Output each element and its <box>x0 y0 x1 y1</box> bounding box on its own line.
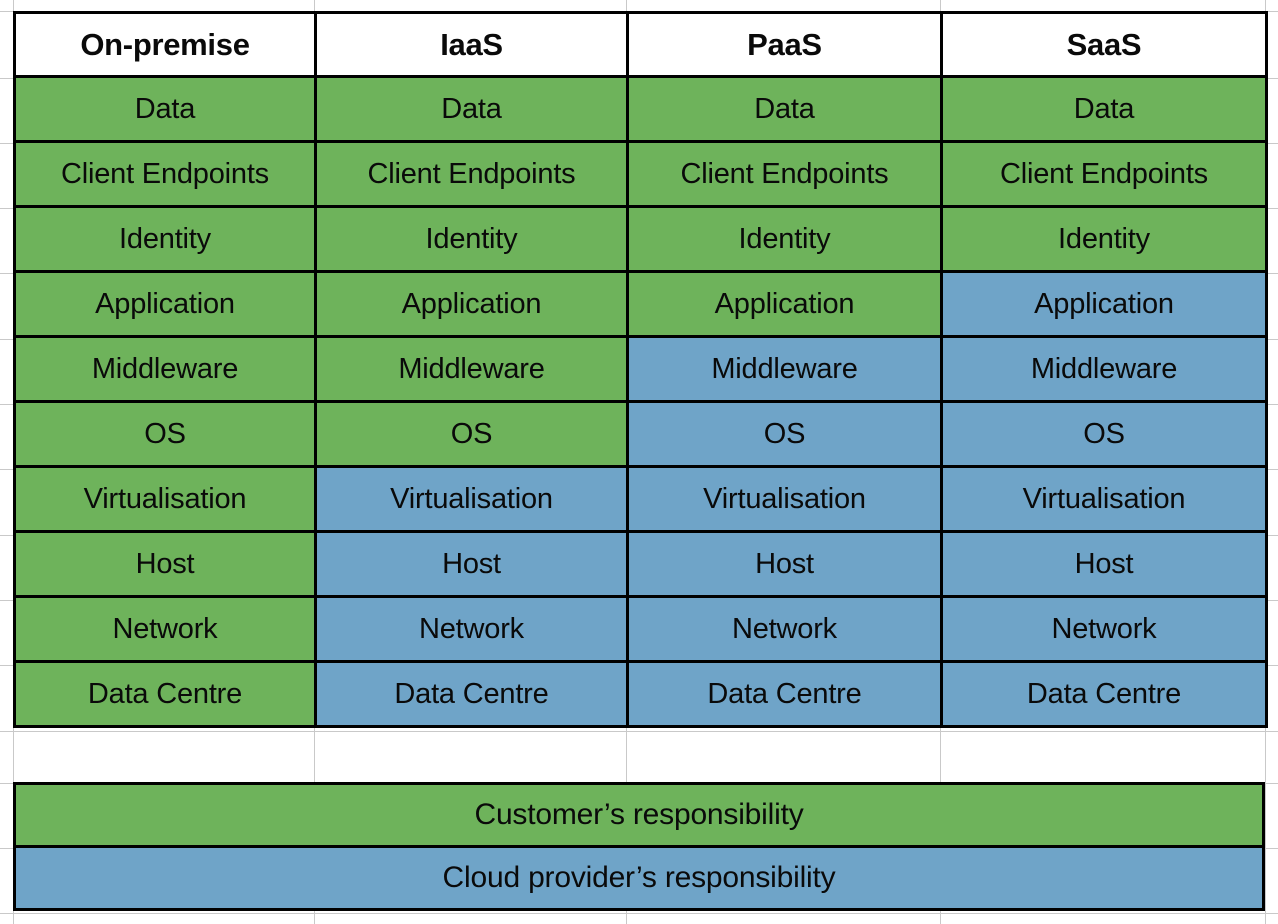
matrix-cell: OS <box>626 400 943 468</box>
matrix-cell: Host <box>13 530 317 598</box>
legend-item-customer: Customer’s responsibility <box>13 782 1265 848</box>
table-row: Data Centre Data Centre Data Centre Data… <box>13 660 1268 728</box>
matrix-cell: Data <box>626 75 943 143</box>
matrix-cell: Identity <box>940 205 1268 273</box>
matrix-cell: Data <box>314 75 629 143</box>
matrix-cell: Client Endpoints <box>940 140 1268 208</box>
matrix-header-row: On-premise IaaS PaaS SaaS <box>13 11 1268 78</box>
matrix-cell: Application <box>13 270 317 338</box>
matrix-cell: Data Centre <box>940 660 1268 728</box>
column-header-iaas: IaaS <box>314 11 629 78</box>
legend-item-cloud-provider: Cloud provider’s responsibility <box>13 845 1265 911</box>
matrix-cell: Network <box>940 595 1268 663</box>
matrix-cell: Data <box>13 75 317 143</box>
matrix-cell: Identity <box>314 205 629 273</box>
matrix-cell: OS <box>940 400 1268 468</box>
matrix-cell: Virtualisation <box>13 465 317 533</box>
column-header-paas: PaaS <box>626 11 943 78</box>
matrix-cell: Virtualisation <box>940 465 1268 533</box>
sheet-gridline-horizontal <box>0 731 1278 732</box>
matrix-cell: Host <box>626 530 943 598</box>
column-header-saas: SaaS <box>940 11 1268 78</box>
matrix-cell: Middleware <box>13 335 317 403</box>
matrix-cell: Identity <box>13 205 317 273</box>
table-row: OS OS OS OS <box>13 400 1268 468</box>
table-row: Application Application Application Appl… <box>13 270 1268 338</box>
table-row: Host Host Host Host <box>13 530 1268 598</box>
matrix-cell: Client Endpoints <box>13 140 317 208</box>
matrix-cell: Application <box>626 270 943 338</box>
matrix-cell: Identity <box>626 205 943 273</box>
matrix-cell: Middleware <box>626 335 943 403</box>
legend-row: Customer’s responsibility <box>13 782 1265 848</box>
matrix-cell: Host <box>940 530 1268 598</box>
table-row: Network Network Network Network <box>13 595 1268 663</box>
table-row: Data Data Data Data <box>13 75 1268 143</box>
matrix-cell: Network <box>13 595 317 663</box>
matrix-cell: Data Centre <box>13 660 317 728</box>
column-header-on-premise: On-premise <box>13 11 317 78</box>
matrix-cell: Middleware <box>314 335 629 403</box>
table-row: Virtualisation Virtualisation Virtualisa… <box>13 465 1268 533</box>
table-row: Middleware Middleware Middleware Middlew… <box>13 335 1268 403</box>
shared-responsibility-matrix: On-premise IaaS PaaS SaaS Data Data Data… <box>13 11 1268 728</box>
matrix-cell: OS <box>314 400 629 468</box>
table-row: Identity Identity Identity Identity <box>13 205 1268 273</box>
matrix-cell: Middleware <box>940 335 1268 403</box>
matrix-cell: Virtualisation <box>626 465 943 533</box>
sheet-gridline-horizontal <box>0 913 1278 914</box>
matrix-cell: OS <box>13 400 317 468</box>
legend-row: Cloud provider’s responsibility <box>13 845 1265 911</box>
matrix-cell: Data <box>940 75 1268 143</box>
matrix-cell: Network <box>626 595 943 663</box>
matrix-cell: Data Centre <box>626 660 943 728</box>
table-row: Client Endpoints Client Endpoints Client… <box>13 140 1268 208</box>
matrix-cell: Client Endpoints <box>314 140 629 208</box>
matrix-cell: Data Centre <box>314 660 629 728</box>
responsibility-legend: Customer’s responsibility Cloud provider… <box>13 782 1265 911</box>
matrix-cell: Client Endpoints <box>626 140 943 208</box>
matrix-cell: Network <box>314 595 629 663</box>
matrix-cell: Virtualisation <box>314 465 629 533</box>
matrix-cell: Application <box>940 270 1268 338</box>
matrix-cell: Application <box>314 270 629 338</box>
matrix-cell: Host <box>314 530 629 598</box>
